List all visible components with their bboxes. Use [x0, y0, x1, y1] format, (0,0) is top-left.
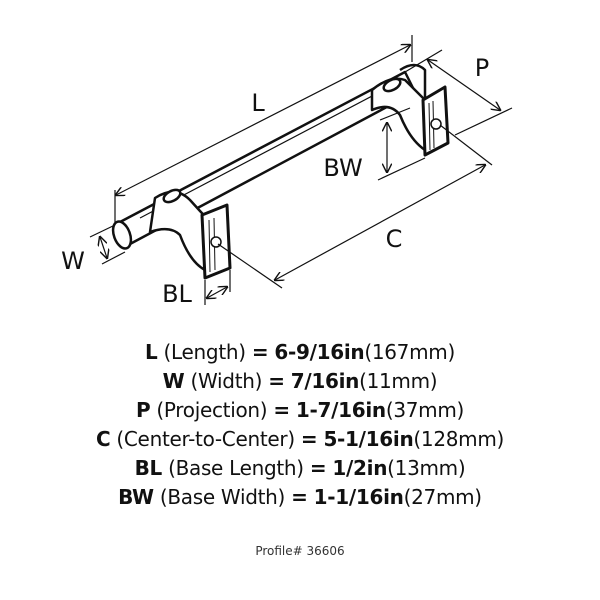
- label-W: W: [61, 247, 85, 275]
- profile-number: Profile# 36606: [255, 544, 345, 558]
- spec-row: L (Length) = 6-9/16in(167mm): [145, 340, 455, 364]
- spec-list: L (Length) = 6-9/16in(167mm) W (Width) =…: [0, 338, 600, 512]
- screw-icon: [430, 118, 442, 130]
- label-L: L: [251, 89, 265, 117]
- label-P: P: [475, 54, 489, 82]
- spec-row: P (Projection) = 1-7/16in(37mm): [135, 398, 465, 422]
- label-C: C: [386, 225, 403, 253]
- label-BW: BW: [323, 154, 362, 182]
- end-cap: [111, 220, 133, 250]
- label-BL: BL: [162, 280, 192, 308]
- spec-row: C (Center-to-Center) = 5-1/16in(128mm): [95, 427, 505, 451]
- spec-row: BL (Base Length) = 1/2in(13mm): [134, 456, 466, 480]
- spec-row: W (Width) = 7/16in(11mm): [162, 369, 438, 393]
- cabinet-pull-diagram: L P BW C W BL: [61, 35, 513, 308]
- dimension-lines: [89, 35, 513, 305]
- spec-row: BW (Base Width) = 1-1/16in(27mm): [118, 485, 482, 509]
- right-post: [370, 77, 427, 152]
